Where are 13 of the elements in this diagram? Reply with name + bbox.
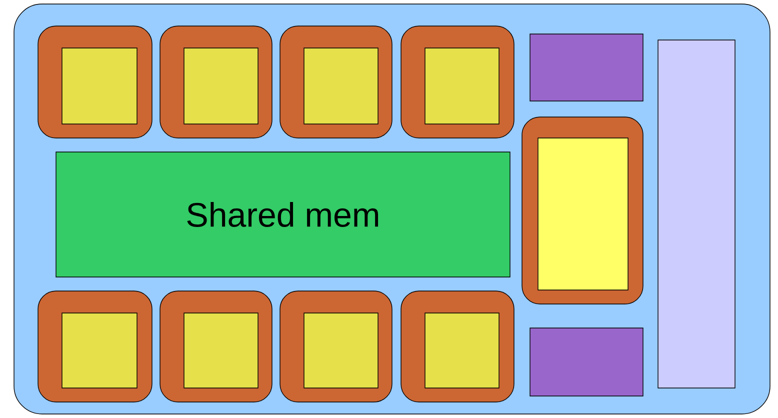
core-inner-box [62, 48, 138, 124]
core-inner-box [184, 48, 258, 124]
core-inner-box [538, 138, 628, 290]
register-bar [658, 40, 736, 388]
shared-memory-box: Shared mem [56, 152, 510, 278]
core-inner-box [304, 48, 378, 124]
core-inner-box [184, 312, 258, 388]
core-inner-box [424, 48, 500, 124]
core-inner-box [424, 312, 500, 388]
unit-box [530, 328, 644, 396]
core-inner-box [304, 312, 378, 388]
unit-box [530, 34, 644, 102]
core-inner-box [62, 312, 138, 388]
